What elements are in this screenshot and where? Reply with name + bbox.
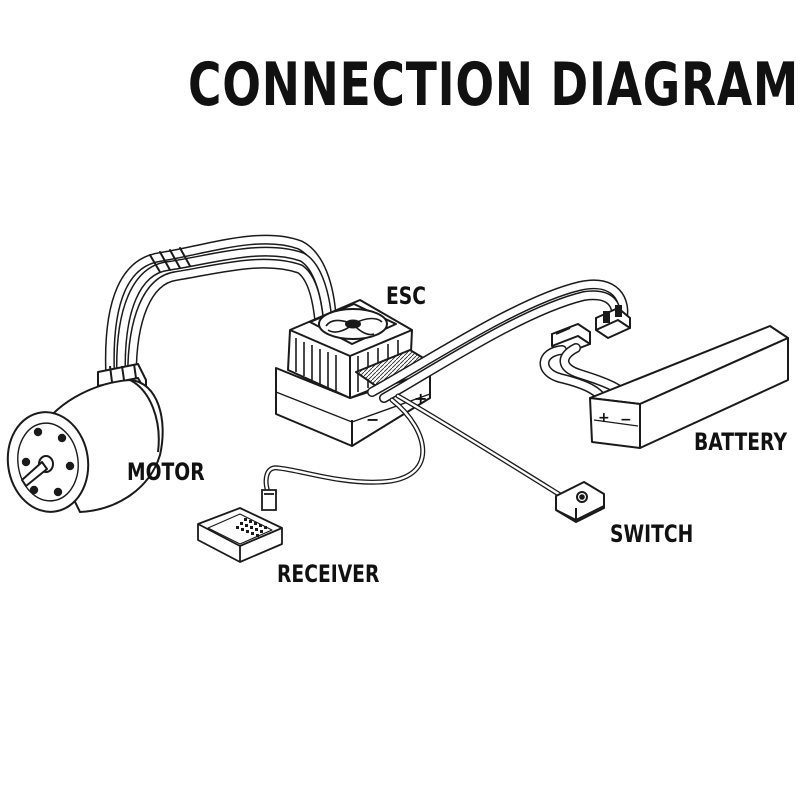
battery-positive-mark: + bbox=[598, 410, 610, 426]
switch-lead bbox=[395, 393, 568, 501]
switch-label: SWITCH bbox=[610, 520, 694, 548]
esc-battery-connector bbox=[595, 305, 631, 340]
switch bbox=[555, 481, 605, 523]
motor-wires bbox=[104, 234, 337, 380]
diagram-title: CONNECTION DIAGRAM bbox=[188, 50, 800, 120]
motor bbox=[6, 363, 164, 513]
esc-positive-mark: + bbox=[414, 389, 427, 408]
esc-negative-mark: − bbox=[366, 410, 379, 429]
esc: − + bbox=[275, 299, 431, 447]
battery: + − bbox=[589, 325, 789, 449]
battery-label: BATTERY bbox=[694, 428, 788, 456]
receiver-lead bbox=[263, 397, 426, 495]
motor-label: MOTOR bbox=[127, 458, 205, 486]
receiver-plug bbox=[261, 489, 277, 511]
receiver-label: RECEIVER bbox=[277, 560, 380, 588]
esc-label: ESC bbox=[386, 282, 427, 310]
battery-negative-mark: − bbox=[620, 412, 632, 428]
receiver-pins bbox=[236, 518, 267, 537]
receiver bbox=[197, 507, 283, 563]
battery-lead bbox=[367, 279, 629, 403]
